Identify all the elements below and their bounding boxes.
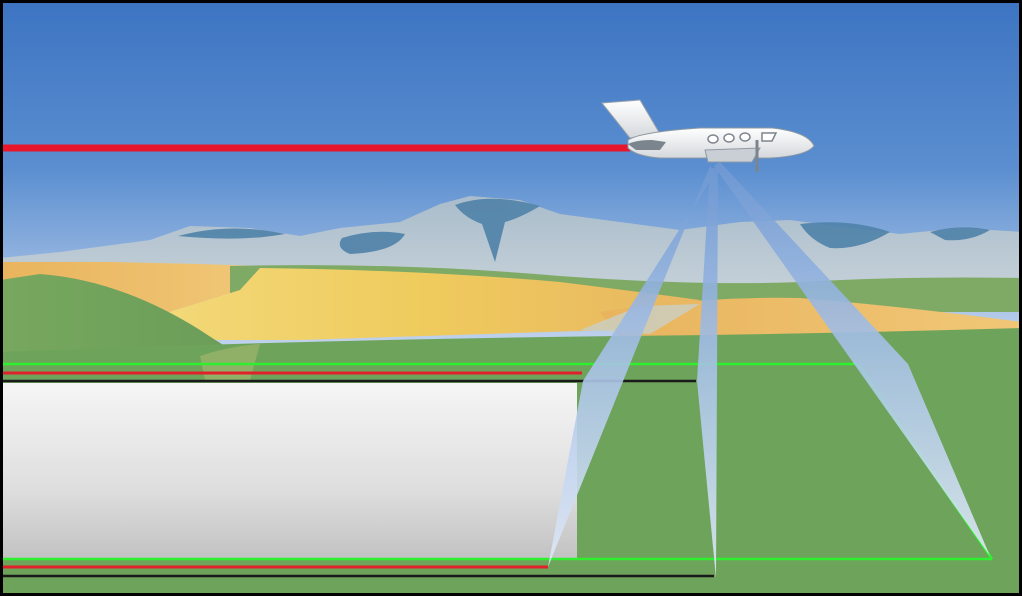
- aircraft-wing: [705, 148, 760, 162]
- scanned-strip-shade: [0, 383, 577, 559]
